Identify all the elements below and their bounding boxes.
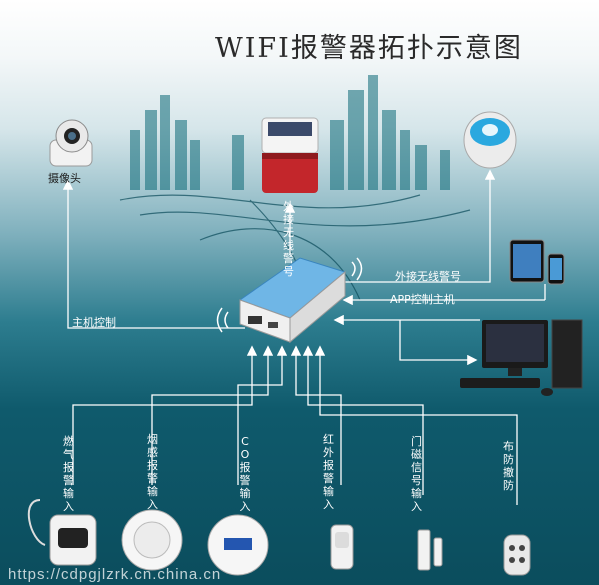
round-siren-device [463,111,517,169]
wireless-siren-label: 外接无线警号 [395,270,461,283]
infrared-input-label: 红外报警输入 [323,433,334,511]
door-contact-device [417,529,443,571]
camera-label: 摄像头 [48,172,81,185]
remote-control-device [503,534,531,576]
diagram-title: WIFI报警器拓扑示意图 [215,33,523,64]
gas-detector-device [27,499,97,566]
co-input-label: CO报警输入 [239,435,251,513]
city-skyline [130,75,450,190]
wireless-siren-device [261,117,319,193]
mobile-devices [509,239,565,285]
desktop-computer [460,319,583,396]
connection-lines [62,169,546,505]
host-control-label: 主机控制 [72,316,116,329]
siren-label: 外接无线警号 [283,200,294,278]
smoke-detector-device [121,509,183,571]
smoke-input-label: 烟感报警输入 [147,433,158,511]
wifi-router [216,257,363,344]
app-control-label: APP控制主机 [390,293,455,306]
arm-disarm-label: 布防撤防 [503,440,514,492]
infrared-sensor-device [330,524,354,570]
gas-input-label: 燃气报警输入 [63,435,74,513]
door-input-label: 门磁信号输入 [411,435,422,513]
camera-device [49,119,93,167]
watermark: https://cdpgjlzrk.cn.china.cn [8,566,222,583]
co-detector-device [207,514,269,576]
